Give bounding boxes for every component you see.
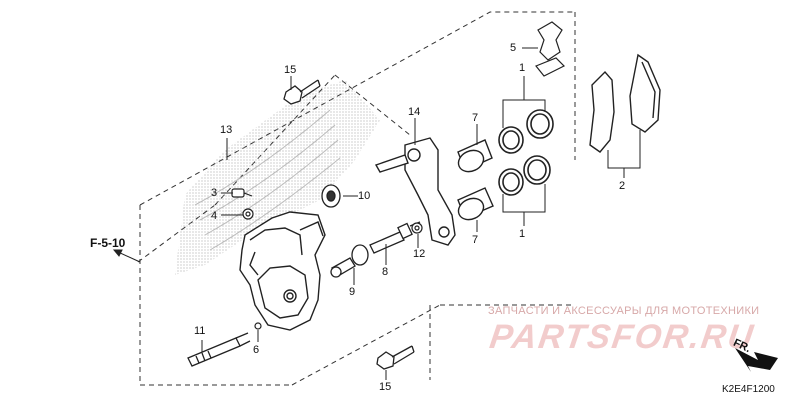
pad-spring-5	[535, 21, 566, 77]
brake-pads-2	[589, 53, 661, 153]
callout-7-upper: 7	[472, 112, 479, 124]
pin-11	[187, 332, 251, 367]
callout-13: 13	[220, 124, 233, 136]
callout-4: 4	[211, 210, 218, 222]
reference-label: F-5-10	[90, 236, 126, 250]
leader-lines	[201, 47, 641, 380]
pin-9	[330, 244, 369, 278]
callout-8: 8	[382, 266, 389, 278]
callout-5: 5	[510, 42, 517, 54]
boot-10	[321, 184, 341, 208]
callout-6: 6	[253, 344, 260, 356]
piston-7-upper	[457, 139, 493, 173]
caliper-body	[239, 211, 326, 331]
washer-12	[411, 222, 423, 234]
callout-1-lower: 1	[519, 228, 526, 240]
callout-11: 11	[194, 325, 206, 337]
callout-9: 9	[349, 286, 356, 298]
bolt-15-top	[283, 79, 321, 105]
callout-12: 12	[413, 248, 426, 260]
callout-15-bottom: 15	[379, 381, 392, 393]
reference-arrow	[112, 249, 141, 263]
callout-14: 14	[408, 106, 421, 118]
wing-logo-lines	[194, 109, 341, 251]
pin-8	[369, 221, 421, 254]
callout-7-lower: 7	[472, 234, 479, 246]
watermark-brand: PARTSFOR.RU	[487, 318, 758, 356]
caliper-bracket-logo-area	[175, 80, 380, 275]
bolt-15-bottom	[376, 345, 415, 370]
drawing-code: K2E4F1200	[722, 384, 775, 395]
watermark-subtitle: ЗАПЧАСТИ И АКСЕССУАРЫ ДЛЯ МОТОТЕХНИКИ	[488, 305, 760, 317]
callout-3: 3	[211, 187, 218, 199]
callout-10: 10	[358, 190, 371, 202]
seals-1-upper	[498, 109, 554, 154]
ring-6	[254, 322, 262, 330]
seals-1-lower	[498, 155, 551, 196]
piston-7-lower	[457, 187, 494, 221]
bleeder-screw	[231, 188, 254, 220]
callout-1-upper: 1	[519, 62, 526, 74]
front-arrow-icon	[735, 348, 778, 372]
callout-2: 2	[619, 180, 626, 192]
caliper-bracket-14	[374, 137, 456, 246]
callout-15-top: 15	[284, 64, 297, 76]
